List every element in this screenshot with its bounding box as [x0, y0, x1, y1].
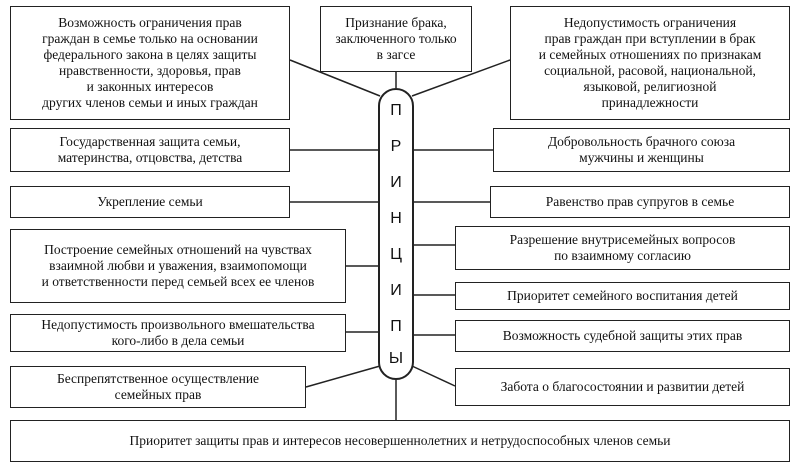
principle-box-right-3: Равенство прав супругов в семье [490, 186, 790, 218]
principle-text: Разрешение внутрисемейных вопросов по вз… [509, 232, 736, 263]
principle-box-bottom: Приоритет защиты прав и интересов несове… [10, 420, 790, 462]
principle-text: Приоритет семейного воспитания детей [507, 288, 738, 303]
title-letter: П [390, 318, 402, 335]
principle-text: Возможность ограничения прав граждан в с… [42, 15, 258, 110]
principle-box-right-5: Приоритет семейного воспитания детей [455, 282, 790, 310]
principle-text: Государственная защита семьи, материнств… [57, 134, 243, 165]
title-letter: Ы [388, 350, 404, 367]
title-letter: И [390, 282, 402, 299]
title-letter: Р [390, 138, 402, 155]
principle-box-left-2: Государственная защита семьи, материнств… [10, 128, 290, 172]
principle-box-left-6: Беспрепятственное осуществление семейных… [10, 366, 306, 408]
principle-text: Возможность судебной защиты этих прав [502, 328, 743, 343]
title-letter: И [390, 174, 402, 191]
principle-text: Недопустимость ограничения прав граждан … [538, 15, 762, 110]
principle-box-left-5: Недопустимость произвольного вмешательст… [10, 314, 346, 352]
principle-text: Укрепление семьи [97, 194, 203, 209]
principle-box-right-6: Возможность судебной защиты этих прав [455, 320, 790, 352]
principle-text: Недопустимость произвольного вмешательст… [41, 317, 315, 348]
principle-text: Добровольность брачного союза мужчины и … [547, 134, 736, 165]
principle-text: Приоритет защиты прав и интересов несове… [129, 433, 671, 448]
title-letter: Н [390, 210, 402, 227]
title-letter: Ц [390, 246, 402, 263]
principle-box-left-1: Возможность ограничения прав граждан в с… [10, 6, 290, 120]
principle-text: Забота о благосостоянии и развитии детей [500, 379, 745, 394]
principle-box-right-7: Забота о благосостоянии и развитии детей [455, 368, 790, 406]
principle-text: Беспрепятственное осуществление семейных… [56, 371, 260, 402]
principle-box-marriage-registry: Признание брака, заключенного только в з… [320, 6, 472, 72]
principles-title-column: П Р И Н Ц И П Ы [378, 88, 414, 380]
principle-box-left-4: Построение семейных отношений на чувства… [10, 229, 346, 303]
principle-text: Равенство прав супругов в семье [545, 194, 735, 209]
principle-text: Построение семейных отношений на чувства… [41, 242, 315, 289]
principle-box-right-2: Добровольность брачного союза мужчины и … [493, 128, 790, 172]
principle-box-right-4: Разрешение внутрисемейных вопросов по вз… [455, 226, 790, 270]
title-letter: П [390, 102, 402, 119]
principle-box-left-3: Укрепление семьи [10, 186, 290, 218]
principle-box-right-1: Недопустимость ограничения прав граждан … [510, 6, 790, 120]
principle-text: Признание брака, заключенного только в з… [335, 15, 457, 62]
